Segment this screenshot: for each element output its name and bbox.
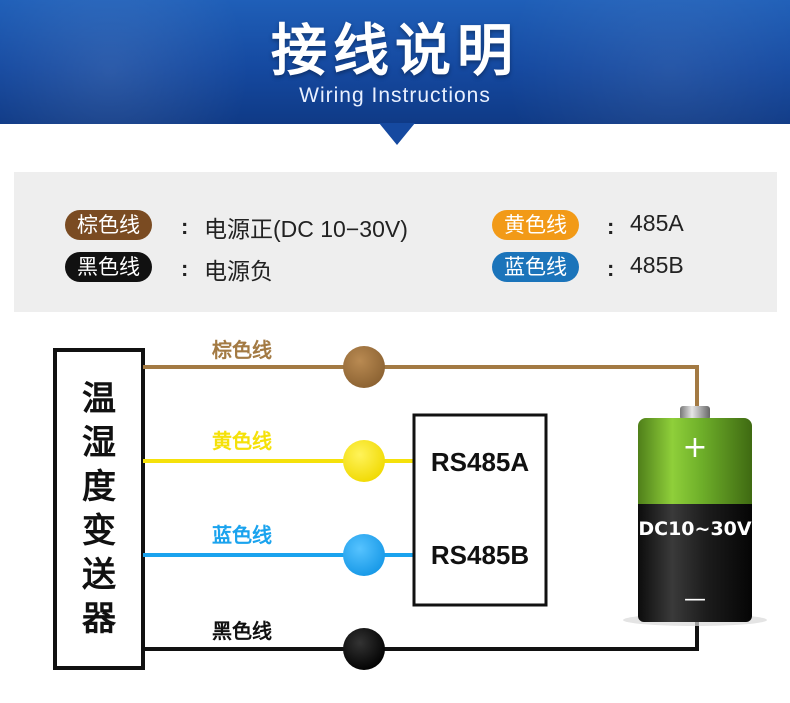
battery-icon: + DC10~30V —	[623, 406, 767, 626]
legend-pill-brown: 棕色线	[65, 210, 152, 240]
battery-terminal-cap	[680, 406, 710, 420]
wire-black-terminal	[343, 628, 385, 670]
transmitter-label: 温湿度变送器	[82, 379, 117, 639]
rs485a-label: RS485A	[431, 447, 529, 477]
legend-pill-black: 黑色线	[65, 252, 152, 282]
legend-desc-yellow: 485A	[630, 210, 684, 236]
wire-blue: 蓝色线	[143, 523, 414, 576]
wire-brown: 棕色线	[143, 338, 699, 412]
wire-black-line	[143, 622, 699, 651]
legend-desc-brown: 电源正(DC 10−30V)	[204, 216, 408, 242]
legend-pill-blue: 蓝色线	[492, 252, 579, 282]
legend-separator: :	[181, 214, 189, 239]
legend-separator: :	[607, 256, 615, 281]
transmitter-label-char: 器	[82, 599, 117, 639]
legend-separator: :	[607, 214, 615, 239]
wire-brown-line	[143, 365, 699, 412]
wire-yellow-label: 黄色线	[212, 429, 272, 453]
transmitter-device: 温湿度变送器	[53, 348, 145, 670]
battery-band	[638, 504, 752, 522]
battery-black-section	[638, 510, 752, 622]
wire-blue-terminal	[343, 534, 385, 576]
rs485-terminal-box: RS485A RS485B	[412, 413, 548, 607]
battery-voltage-label: DC10~30V	[638, 518, 752, 540]
wire-brown-label: 棕色线	[212, 338, 272, 362]
battery-plus-sign: +	[682, 430, 707, 465]
transmitter-label-char: 变	[82, 511, 116, 551]
wire-blue-label: 蓝色线	[212, 523, 272, 547]
header-pointer-arrow-icon	[379, 123, 415, 145]
header-banner: 接线说明 Wiring Instructions	[0, 0, 790, 124]
rs485b-label: RS485B	[431, 540, 529, 570]
transmitter-label-char: 送	[82, 555, 116, 595]
legend-desc-black: 电源负	[204, 258, 273, 284]
legend-separator: :	[181, 256, 189, 281]
wire-black-label: 黑色线	[212, 619, 272, 643]
transmitter-label-char: 温	[82, 379, 116, 419]
legend-desc-blue: 485B	[630, 252, 684, 278]
wire-brown-terminal	[343, 346, 385, 388]
battery-green-section	[638, 418, 752, 520]
transmitter-box	[53, 348, 145, 670]
page-subtitle: Wiring Instructions	[299, 84, 491, 107]
battery-minus-sign: —	[684, 587, 706, 612]
transmitter-label-char: 度	[82, 467, 116, 507]
wire-legend: 棕色线 : 电源正(DC 10−30V) 黄色线 : 485A 黑色线 : 电源…	[14, 172, 777, 312]
wire-yellow-terminal	[343, 440, 385, 482]
wire-yellow: 黄色线	[143, 429, 414, 482]
legend-pill-yellow: 黄色线	[492, 210, 579, 240]
page-title: 接线说明	[271, 19, 519, 84]
transmitter-label-char: 湿	[82, 423, 116, 463]
wiring-diagram: 温湿度变送器 棕色线 黄色线 蓝色线 黑色线 RS485A RS485B +	[53, 338, 767, 670]
wire-black: 黑色线	[143, 619, 699, 670]
rs485-box	[412, 413, 548, 607]
